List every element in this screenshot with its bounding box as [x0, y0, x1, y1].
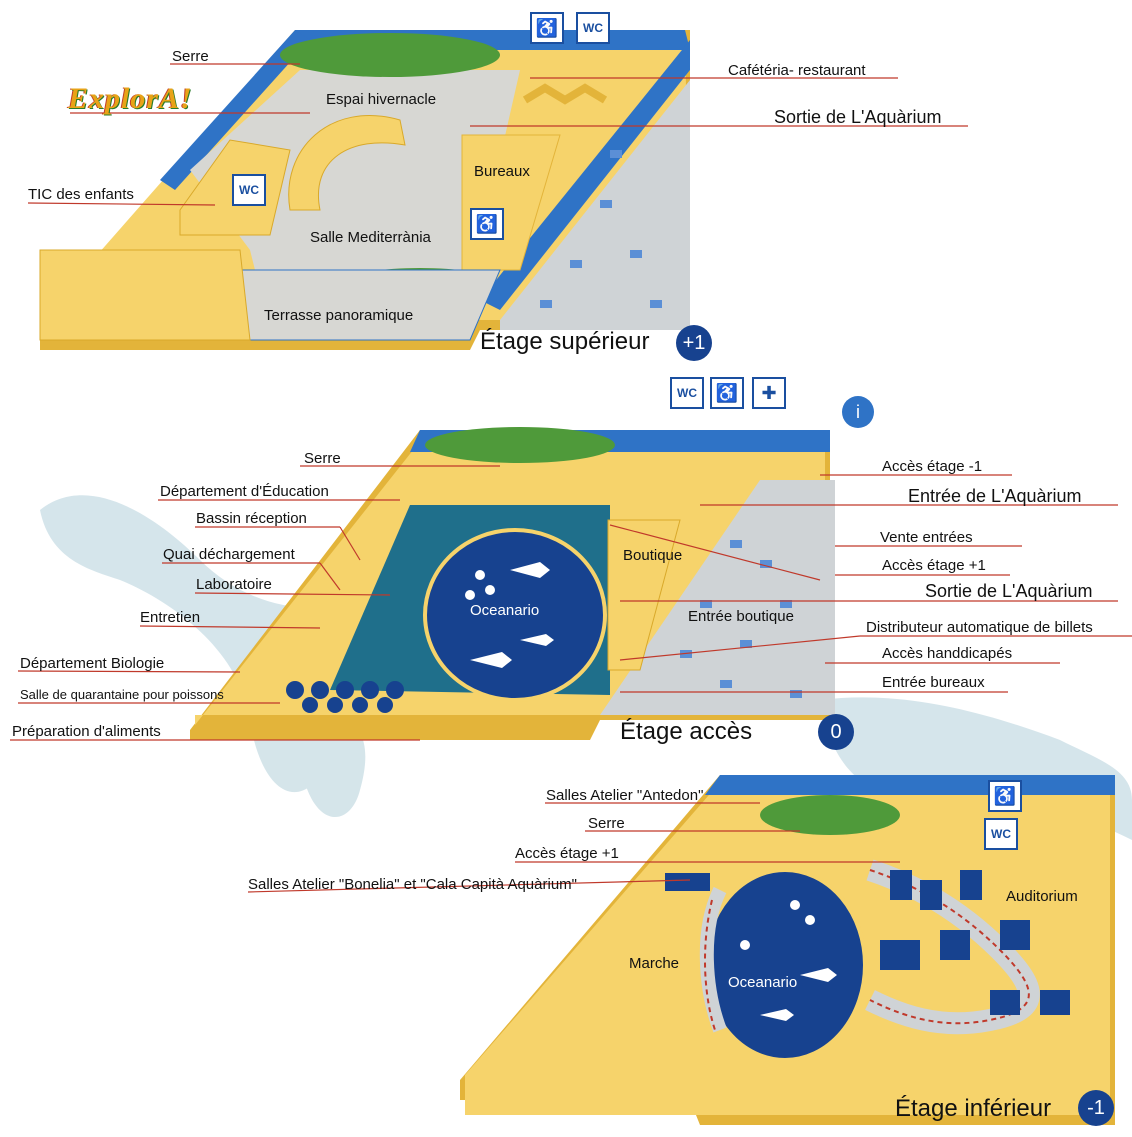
- explora-logo: ExplorA!: [68, 82, 193, 115]
- wc-icon: WC: [670, 377, 704, 409]
- label-entree-aquarium: Entrée de L'Aquàrium: [908, 486, 1082, 506]
- label-atelier-bonelia: Salles Atelier "Bonelia" et "Cala Capità…: [248, 876, 577, 893]
- label-vente-entrees: Vente entrées: [880, 529, 973, 546]
- floor-title-access: Étage accès: [620, 718, 753, 745]
- label-access-serre: Serre: [304, 450, 341, 467]
- wc-icon: WC: [984, 818, 1018, 850]
- label-laboratoire: Laboratoire: [196, 576, 272, 593]
- floor-badge-access: 0: [818, 714, 854, 750]
- label-acces-handicapes: Accès handdicapés: [882, 645, 1013, 662]
- label-marche: Marche: [629, 955, 680, 972]
- floor-title-upper: Étage supérieur: [480, 328, 650, 355]
- label-lower-acces-p1: Accès étage +1: [515, 845, 619, 862]
- label-acces-etage-m1: Accès étage -1: [882, 458, 983, 475]
- label-tic-enfants: TIC des enfants: [28, 186, 134, 203]
- label-quai-dechargement: Quai déchargement: [163, 546, 295, 563]
- label-preparation-aliments: Préparation d'aliments: [12, 723, 161, 740]
- first-aid-icon: ✚: [752, 377, 786, 409]
- label-distributeur: Distributeur automatique de billets: [866, 619, 1093, 636]
- wheelchair-icon: ♿: [710, 377, 744, 409]
- label-bassin-reception: Bassin réception: [196, 510, 307, 527]
- label-access-sortie: Sortie de L'Aquàrium: [925, 581, 1093, 601]
- label-upper-serre: Serre: [172, 48, 209, 65]
- label-acces-etage-p1: Accès étage +1: [882, 557, 986, 574]
- label-atelier-antedon: Salles Atelier "Antedon": [546, 787, 704, 804]
- label-lower-oceanario: Oceanario: [728, 974, 798, 991]
- label-cafeteria: Cafétéria- restaurant: [728, 62, 866, 79]
- floor-badge-lower: -1: [1078, 1090, 1114, 1126]
- label-departement-education: Département d'Éducation: [160, 483, 329, 500]
- label-bureaux: Bureaux: [474, 163, 530, 180]
- wc-icon: WC: [232, 174, 266, 206]
- label-departement-biologie: Département Biologie: [20, 655, 165, 672]
- leader-lines: [10, 63, 1132, 893]
- label-salle-quarantaine: Salle de quarantaine pour poissons: [20, 687, 224, 702]
- wheelchair-icon: ♿: [988, 780, 1022, 812]
- label-access-oceanario: Oceanario: [470, 602, 540, 619]
- label-boutique: Boutique: [623, 547, 683, 564]
- wheelchair-icon: ♿: [530, 12, 564, 44]
- floor-title-lower: Étage inférieur: [895, 1095, 1052, 1122]
- label-entree-boutique: Entrée boutique: [688, 608, 794, 625]
- access-floor-plan: [190, 427, 835, 740]
- floor-badge-upper: +1: [676, 325, 712, 361]
- label-entree-bureaux: Entrée bureaux: [882, 674, 985, 691]
- info-icon: i: [842, 396, 874, 428]
- label-salle-mediterrania: Salle Mediterrània: [310, 229, 431, 246]
- wheelchair-icon: ♿: [470, 208, 504, 240]
- label-auditorium: Auditorium: [1006, 888, 1078, 905]
- label-espai-hivernacle: Espai hivernacle: [326, 91, 437, 108]
- wc-icon: WC: [576, 12, 610, 44]
- label-entretien: Entretien: [140, 609, 201, 626]
- label-lower-serre: Serre: [588, 815, 625, 832]
- label-upper-sortie: Sortie de L'Aquàrium: [774, 107, 942, 127]
- label-terrasse-panoramique: Terrasse panoramique: [264, 307, 414, 324]
